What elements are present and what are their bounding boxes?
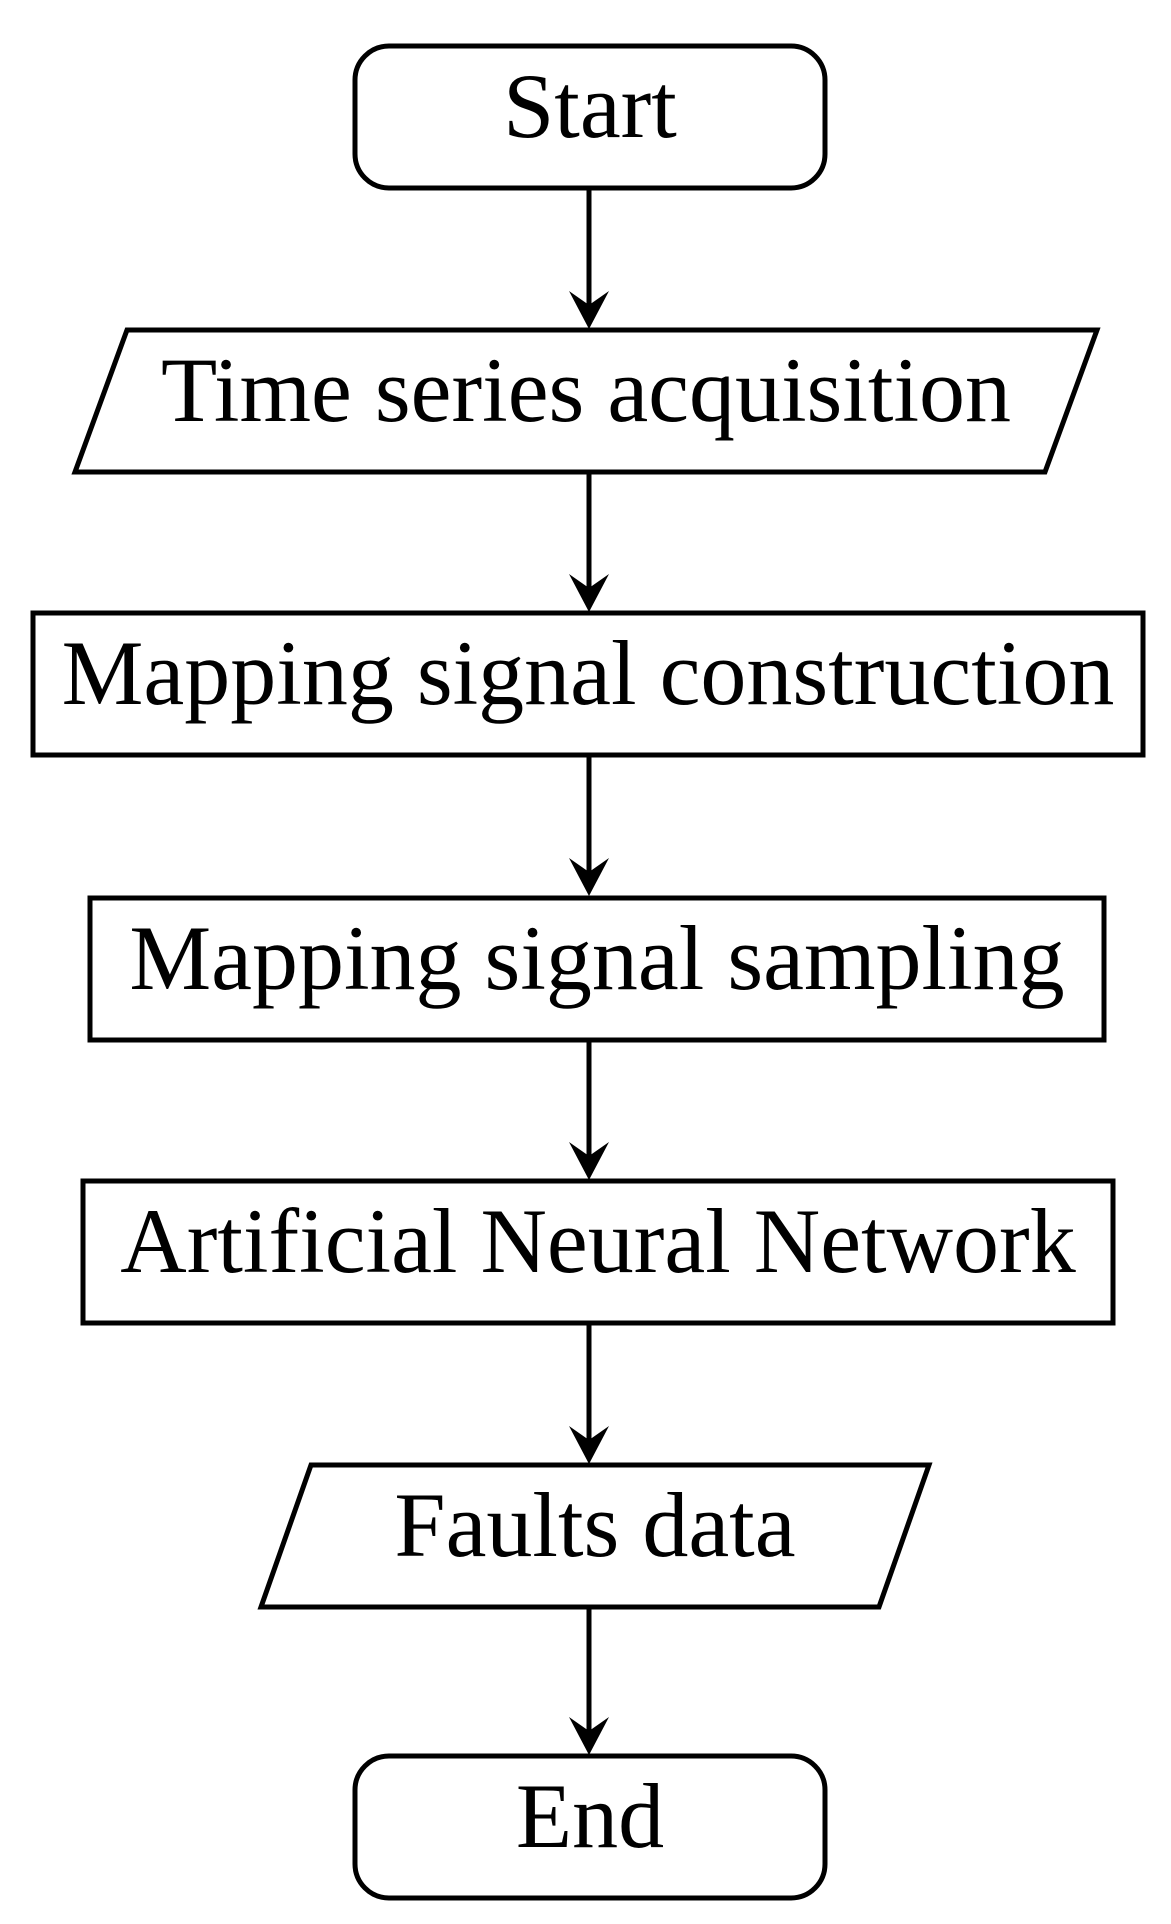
faults-data-parallelogram-shape: [257, 1462, 933, 1610]
arrow-mapping-signal-construction-to-mapping-signal-sampling: [569, 753, 609, 896]
artificial-neural-network-label: Artificial Neural Network: [120, 1190, 1075, 1292]
time-series-acquisition-label: Time series acquisition: [161, 339, 1011, 441]
node-time-series-acquisition: Time series acquisition: [71, 327, 1101, 475]
end-label: End: [516, 1765, 664, 1867]
arrow-start-to-time-series-acquisition: [569, 186, 609, 329]
node-start: Start: [352, 43, 828, 191]
mapping-signal-sampling-rect-shape: [87, 895, 1107, 1043]
mapping-signal-sampling-label: Mapping signal sampling: [129, 907, 1064, 1009]
arrow-mapping-signal-sampling-to-artificial-neural-network: [569, 1038, 609, 1180]
node-mapping-signal-sampling: Mapping signal sampling: [87, 895, 1107, 1043]
arrowhead-down-icon: [569, 291, 609, 329]
start-label: Start: [503, 55, 677, 157]
mapping-signal-construction-label: Mapping signal construction: [62, 622, 1115, 724]
faults-data-label: Faults data: [394, 1474, 795, 1576]
node-faults-data: Faults data: [257, 1462, 933, 1610]
arrowhead-down-icon: [569, 858, 609, 896]
node-end: End: [352, 1753, 828, 1901]
arrow-faults-data-to-end: [569, 1605, 609, 1755]
arrow-artificial-neural-network-to-faults-data: [569, 1321, 609, 1464]
artificial-neural-network-rect-shape: [80, 1178, 1116, 1326]
end-terminator-shape: [352, 1753, 828, 1901]
node-mapping-signal-construction: Mapping signal construction: [30, 610, 1146, 758]
arrowhead-down-icon: [569, 1426, 609, 1464]
node-artificial-neural-network: Artificial Neural Network: [80, 1178, 1116, 1326]
arrowhead-down-icon: [569, 574, 609, 612]
arrowhead-down-icon: [569, 1717, 609, 1755]
arrowhead-down-icon: [569, 1142, 609, 1180]
arrow-time-series-acquisition-to-mapping-signal-construction: [569, 470, 609, 612]
time-series-acquisition-parallelogram-shape: [71, 327, 1101, 475]
